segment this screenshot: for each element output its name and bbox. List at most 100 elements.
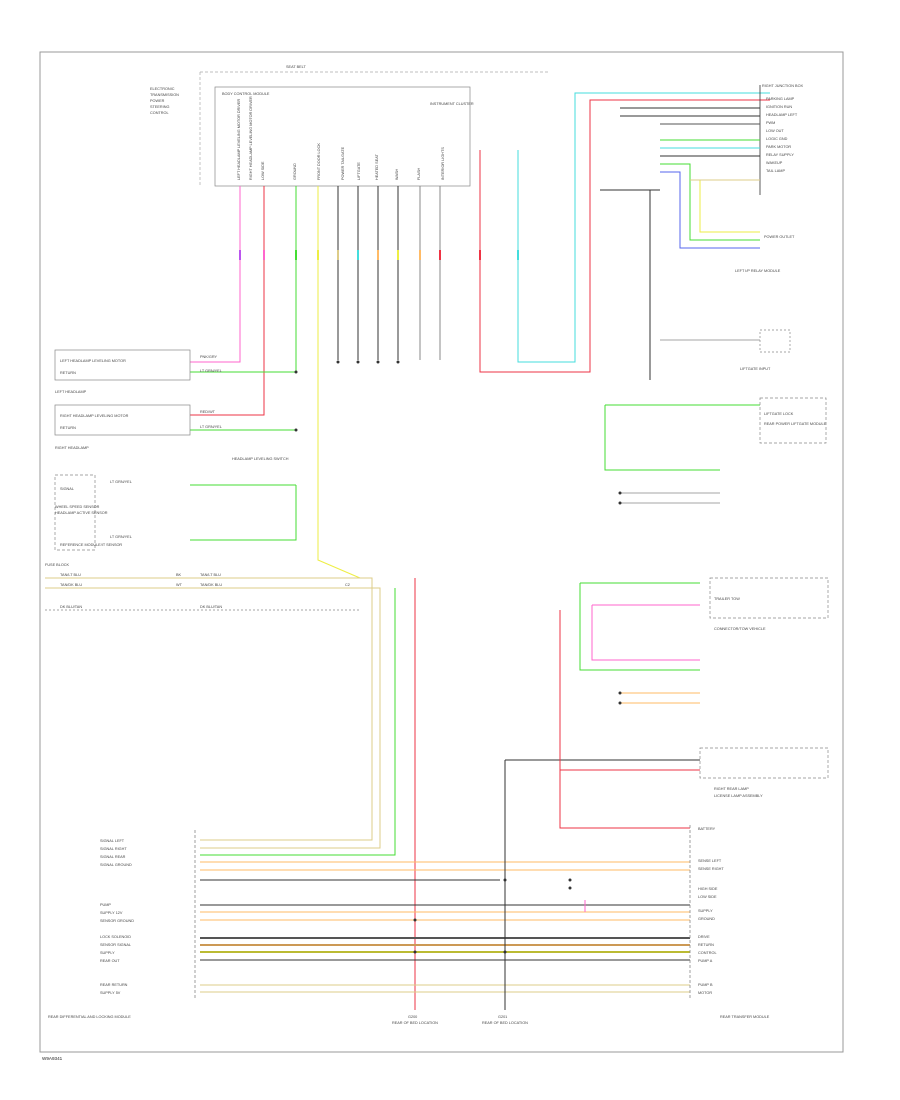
- svg-text:LOGIC GND: LOGIC GND: [766, 137, 788, 141]
- svg-text:PNK/GRY: PNK/GRY: [200, 355, 217, 359]
- svg-text:HEADLAMP LEVELING SWITCH: HEADLAMP LEVELING SWITCH: [232, 457, 289, 461]
- svg-text:MOTOR: MOTOR: [698, 991, 712, 995]
- rh-junction-box: RIGHT JUNCTION BOX PARKING LAMP IGNITION…: [759, 84, 804, 195]
- svg-text:SUPPLY 12V: SUPPLY 12V: [100, 911, 123, 915]
- bcm-label-4: STEERING: [150, 105, 169, 109]
- svg-text:FLASH: FLASH: [417, 168, 421, 180]
- svg-text:LIFTGATE LOCK: LIFTGATE LOCK: [764, 412, 794, 416]
- fuse-block: FUSE BLOCK TAN/LT BLU TAN/DK BLU DK BLU/…: [45, 563, 360, 611]
- ground-a-title: G200: [408, 1015, 417, 1019]
- rear-wires: [200, 577, 700, 1010]
- svg-text:SENSOR SIGNAL: SENSOR SIGNAL: [100, 943, 131, 947]
- svg-text:REAR OF BED LOCATION: REAR OF BED LOCATION: [482, 1021, 528, 1025]
- wire-green-lh: [190, 186, 297, 373]
- svg-text:LEFT I/P RELAY MODULE: LEFT I/P RELAY MODULE: [735, 269, 781, 273]
- svg-text:INTERIOR LIGHTS: INTERIOR LIGHTS: [441, 147, 445, 180]
- svg-text:TAIL LAMP: TAIL LAMP: [766, 169, 785, 173]
- svg-text:SIGNAL REAR: SIGNAL REAR: [100, 855, 126, 859]
- svg-text:WASH: WASH: [395, 168, 399, 180]
- wire-red-right: [559, 610, 690, 829]
- svg-text:LT GRN/YEL: LT GRN/YEL: [200, 425, 222, 429]
- svg-text:LOW OUT: LOW OUT: [766, 129, 784, 133]
- svg-text:REAR OUT: REAR OUT: [100, 959, 120, 963]
- page-code: W9A9341: [42, 1056, 63, 1061]
- bcm-label-5: CONTROL: [150, 111, 169, 115]
- wire-red-loop: [479, 99, 770, 373]
- svg-text:HIGH SIDE: HIGH SIDE: [698, 887, 718, 891]
- svg-text:LIFTGATE: LIFTGATE: [357, 162, 361, 180]
- rh-junction-title: RIGHT JUNCTION BOX: [762, 84, 804, 88]
- svg-text:PWM: PWM: [766, 121, 775, 125]
- svg-text:RED/WT: RED/WT: [200, 410, 216, 414]
- bcm-label-2: TRANSMISSION: [150, 93, 179, 97]
- svg-text:LEFT HEADLAMP LEVELING MOTOR D: LEFT HEADLAMP LEVELING MOTOR DRIVER: [237, 99, 241, 180]
- svg-text:GROUND: GROUND: [698, 917, 715, 921]
- rh-junction-wires: [600, 107, 760, 380]
- ground-points: G200 REAR OF BED LOCATION G201 REAR OF B…: [392, 1015, 528, 1025]
- svg-text:LOCK SOLENOID: LOCK SOLENOID: [100, 935, 131, 939]
- svg-text:WAKEUP: WAKEUP: [766, 161, 783, 165]
- svg-text:CONNECTOR/TOW VEHICLE: CONNECTOR/TOW VEHICLE: [714, 627, 766, 631]
- svg-text:REAR OF BED LOCATION: REAR OF BED LOCATION: [392, 1021, 438, 1025]
- svg-text:SENSE LEFT: SENSE LEFT: [698, 859, 722, 863]
- liftgate-module: LIFTGATE LOCK REAR POWER LIFTGATE MODULE: [604, 397, 827, 504]
- svg-text:LT GRN/YEL: LT GRN/YEL: [110, 480, 132, 484]
- bcm-wires: [190, 92, 770, 579]
- bcm-label-1: ELECTRONIC: [150, 87, 175, 91]
- wire-green-rear: [200, 588, 396, 856]
- wire-green-sensor: [190, 485, 297, 541]
- svg-text:POWER OUTLET: POWER OUTLET: [764, 235, 795, 239]
- svg-text:DK BLU/TAN: DK BLU/TAN: [200, 605, 222, 609]
- svg-text:RIGHT REAR LAMP: RIGHT REAR LAMP: [714, 787, 749, 791]
- svg-text:LEFT HEADLAMP LEVELING MOTOR: LEFT HEADLAMP LEVELING MOTOR: [60, 359, 126, 363]
- svg-text:TRAILER TOW: TRAILER TOW: [714, 597, 740, 601]
- cluster-title: INSTRUMENT CLUSTER: [430, 102, 474, 106]
- bcm-label-0: SEAT BELT: [286, 65, 307, 69]
- svg-text:PUMP B: PUMP B: [698, 983, 713, 987]
- svg-text:TAN/LT BLU: TAN/LT BLU: [200, 573, 221, 577]
- svg-text:DRIVE: DRIVE: [698, 935, 710, 939]
- svg-text:REAR POWER LIFTGATE MODULE: REAR POWER LIFTGATE MODULE: [764, 422, 827, 426]
- lh-headlamp: LEFT HEADLAMP LEVELING MOTOR RETURN LEFT…: [54, 349, 222, 394]
- svg-text:TAN/LT BLU: TAN/LT BLU: [60, 573, 81, 577]
- svg-text:RIGHT HEADLAMP LEVELING MOTOR: RIGHT HEADLAMP LEVELING MOTOR: [60, 414, 129, 418]
- wire-tan-a: [200, 577, 373, 841]
- bcm-pin-labels: LEFT HEADLAMP LEVELING MOTOR DRIVER RIGH…: [237, 96, 445, 180]
- svg-text:C2: C2: [345, 583, 350, 587]
- svg-text:BATTERY: BATTERY: [698, 827, 716, 831]
- bcm-module: SEAT BELT ELECTRONIC TRANSMISSION POWER …: [150, 65, 550, 187]
- svg-text:LICENSE LAMP ASSEMBLY: LICENSE LAMP ASSEMBLY: [714, 794, 763, 798]
- wire-markers: [239, 250, 519, 260]
- wire-tan-b: [200, 587, 381, 849]
- svg-text:SIGNAL GROUND: SIGNAL GROUND: [100, 863, 132, 867]
- diagram-frame: [39, 51, 844, 1053]
- wire-red-rh: [190, 186, 265, 416]
- connector-dots: [294, 360, 622, 954]
- svg-text:LT GRN/YEL: LT GRN/YEL: [110, 535, 132, 539]
- svg-text:IGNITION RUN: IGNITION RUN: [766, 105, 792, 109]
- svg-text:WT: WT: [176, 583, 183, 587]
- svg-text:SENSE RIGHT: SENSE RIGHT: [698, 867, 724, 871]
- svg-text:CONTROL: CONTROL: [698, 951, 717, 955]
- svg-text:RETURN: RETURN: [60, 426, 76, 430]
- rear-control-left: SIGNAL LEFT SIGNAL RIGHT SIGNAL REAR SIG…: [48, 830, 196, 1019]
- svg-text:PUMP: PUMP: [100, 903, 111, 907]
- svg-text:RIGHT HEADLAMP LEVELING MOTOR: RIGHT HEADLAMP LEVELING MOTOR DRIVER: [249, 96, 253, 180]
- svg-text:HEADLAMP LEFT: HEADLAMP LEFT: [766, 113, 798, 117]
- svg-text:TAN/DK BLU: TAN/DK BLU: [60, 583, 82, 587]
- svg-text:BK: BK: [176, 573, 182, 577]
- svg-text:GROUND: GROUND: [293, 163, 297, 180]
- rear-control-right-title: REAR TRANSFER MODULE: [720, 1015, 770, 1019]
- svg-text:LIFTGATE INPUT: LIFTGATE INPUT: [740, 367, 771, 371]
- sensor-title: WHEEL SPEED SENSOR: [55, 505, 100, 509]
- svg-text:RETURN: RETURN: [60, 371, 76, 375]
- svg-text:HEADLAMP ACTIVE SENSOR: HEADLAMP ACTIVE SENSOR: [55, 511, 108, 515]
- trailer-tow-module: TRAILER TOW CONNECTOR/TOW VEHICLE: [579, 577, 829, 704]
- svg-text:RELAY SUPPLY: RELAY SUPPLY: [766, 153, 794, 157]
- wire-yellow-main: [317, 186, 361, 579]
- svg-text:PARK MOTOR: PARK MOTOR: [766, 145, 791, 149]
- svg-text:FRONT DOOR LOCK: FRONT DOOR LOCK: [317, 143, 321, 180]
- wire-pink-lh: [190, 186, 241, 363]
- svg-text:SUPPLY: SUPPLY: [100, 951, 115, 955]
- svg-text:POWER TAILGATE: POWER TAILGATE: [341, 146, 345, 180]
